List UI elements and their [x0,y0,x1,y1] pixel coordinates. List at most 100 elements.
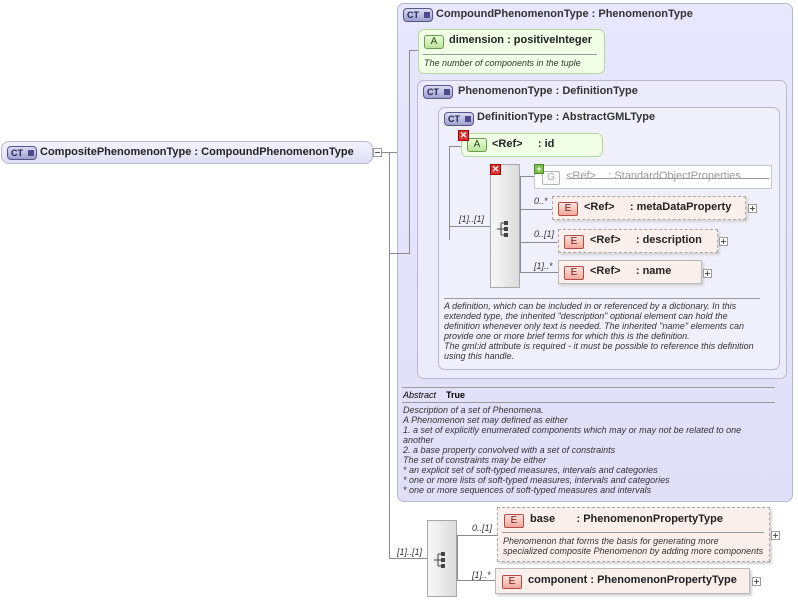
doc-line: The gml:id attribute is required - it mu… [444,341,754,351]
doc-line: provide one or more brief terms for whic… [444,331,690,341]
prohibited-icon: ✕ [490,164,501,175]
id-ref: <Ref> [492,138,523,150]
connector [520,176,521,272]
element-icon: E [504,514,524,528]
connector [409,50,410,254]
base-type: PhenomenonPropertyType [583,513,723,525]
element-cardinality: 0..[1] [534,229,555,239]
abstract-value: True [446,390,466,400]
compound-base-type: PhenomenonType [598,8,693,20]
root-type-name: CompositePhenomenonType : CompoundPhenom… [40,146,354,158]
group-ref: <Ref> [566,170,596,182]
name-label: <Ref> : name [590,265,672,277]
element-cardinality: 0..* [534,196,548,206]
divider [402,402,775,403]
group-type: StandardObjectProperties [614,170,741,182]
description-type: description [642,234,702,246]
component-type: PhenomenonPropertyType [597,574,737,586]
divider [423,54,597,55]
expand-icon[interactable] [748,204,757,213]
metadata-property-element[interactable]: E <Ref> : metaDataProperty [552,196,746,220]
dimension-name: dimension [449,34,505,46]
element-icon: E [558,202,578,216]
doc-line: using this handle. [444,351,515,361]
doc-line: A Phenomenon set may defined as either [403,415,568,425]
doc-line: * one or more lists of soft-typed measur… [403,475,670,485]
element-cardinality: 0..[1] [472,523,493,533]
description-element[interactable]: E <Ref> : description [558,229,718,253]
doc-line: extended type, the inherited "descriptio… [444,311,728,321]
divider [402,387,775,388]
expand-icon[interactable] [703,269,712,278]
prohibited-icon: ✕ [458,130,469,141]
name-ref: <Ref> [590,265,621,277]
divider [444,298,760,299]
component-name: component [528,574,588,586]
doc-line: 1. a set of explicitly enumerated compon… [403,425,742,435]
description-ref: <Ref> [590,234,621,246]
connector [409,50,420,51]
root-complex-type[interactable]: CT CompositePhenomenonType : CompoundPhe… [1,141,373,164]
id-label: <Ref> : id [492,138,555,150]
description-label: <Ref> : description [590,234,702,246]
sequence-compositor[interactable] [490,164,520,288]
doc-line: A definition, which can be included in o… [444,301,737,311]
sequence-icon [497,221,508,237]
abstract-row: Abstract True [403,390,465,400]
root-name: CompositePhenomenonType [40,146,192,158]
name-type: name [642,265,672,277]
connector [390,253,410,254]
base-doc: Phenomenon that forms the basis for gene… [503,536,763,556]
connector [381,152,389,153]
base-element[interactable]: E base : PhenomenonPropertyType Phenomen… [497,507,770,562]
standard-object-properties-group[interactable]: G <Ref> : StandardObjectProperties [534,165,772,189]
phenomenon-type: CT PhenomenonType : DefinitionType CT De… [417,80,787,379]
connector [520,209,552,210]
connector [449,146,461,147]
connector [520,176,534,177]
connector [449,146,450,240]
element-icon: E [502,575,522,589]
doc-line: Description of a set of Phenomena. [403,405,544,415]
dimension-label: dimension : positiveInteger [449,34,593,46]
definition-name: DefinitionType [477,111,553,123]
metadata-label: <Ref> : metaDataProperty [584,201,732,213]
component-element[interactable]: E component : PhenomenonPropertyType [495,568,750,594]
expand-icon[interactable] [752,577,761,586]
connector [389,558,427,559]
doc-line: 2. a base property convolved with a set … [403,445,616,455]
doc-line: specialized composite Phenomenon by addi… [503,546,764,556]
sequence-cardinality: [1]..[1] [459,214,485,224]
definition-title: DefinitionType : AbstractGMLType [477,111,656,123]
root-base-type: CompoundPhenomenonType [201,146,354,158]
phenomenon-title: PhenomenonType : DefinitionType [458,85,638,97]
doc-line: * one or more sequences of soft-typed me… [403,485,652,495]
doc-line: definition whenever only text is needed.… [444,321,745,331]
base-label: base : PhenomenonPropertyType [530,513,723,525]
connector [449,226,490,227]
connector [520,272,558,273]
dimension-doc: The number of components in the tuple [424,58,581,68]
element-icon: E [564,266,584,280]
metadata-type: metaDataProperty [636,201,732,213]
sequence-compositor[interactable] [427,520,457,597]
expand-icon[interactable] [719,237,728,246]
ct-icon: CT [403,8,433,22]
expand-icon[interactable] [771,531,780,540]
connector [389,152,390,559]
dimension-attribute[interactable]: A dimension : positiveInteger The number… [418,29,605,74]
ct-badge-label: CT [11,148,23,158]
component-label: component : PhenomenonPropertyType [528,574,737,586]
connector [457,535,458,581]
compound-phenomenon-type: CT CompoundPhenomenonType : PhenomenonTy… [390,3,793,502]
element-icon: E [564,235,584,249]
name-element[interactable]: E <Ref> : name [558,260,702,284]
id-attribute[interactable]: A <Ref> : id [461,133,603,157]
ct-icon: CT [444,112,474,126]
id-type: id [544,138,555,150]
definition-doc: A definition, which can be included in o… [444,301,754,361]
connector [457,535,497,536]
connector [520,242,558,243]
phenomenon-name: PhenomenonType [458,85,553,97]
collapse-icon[interactable] [373,148,382,157]
